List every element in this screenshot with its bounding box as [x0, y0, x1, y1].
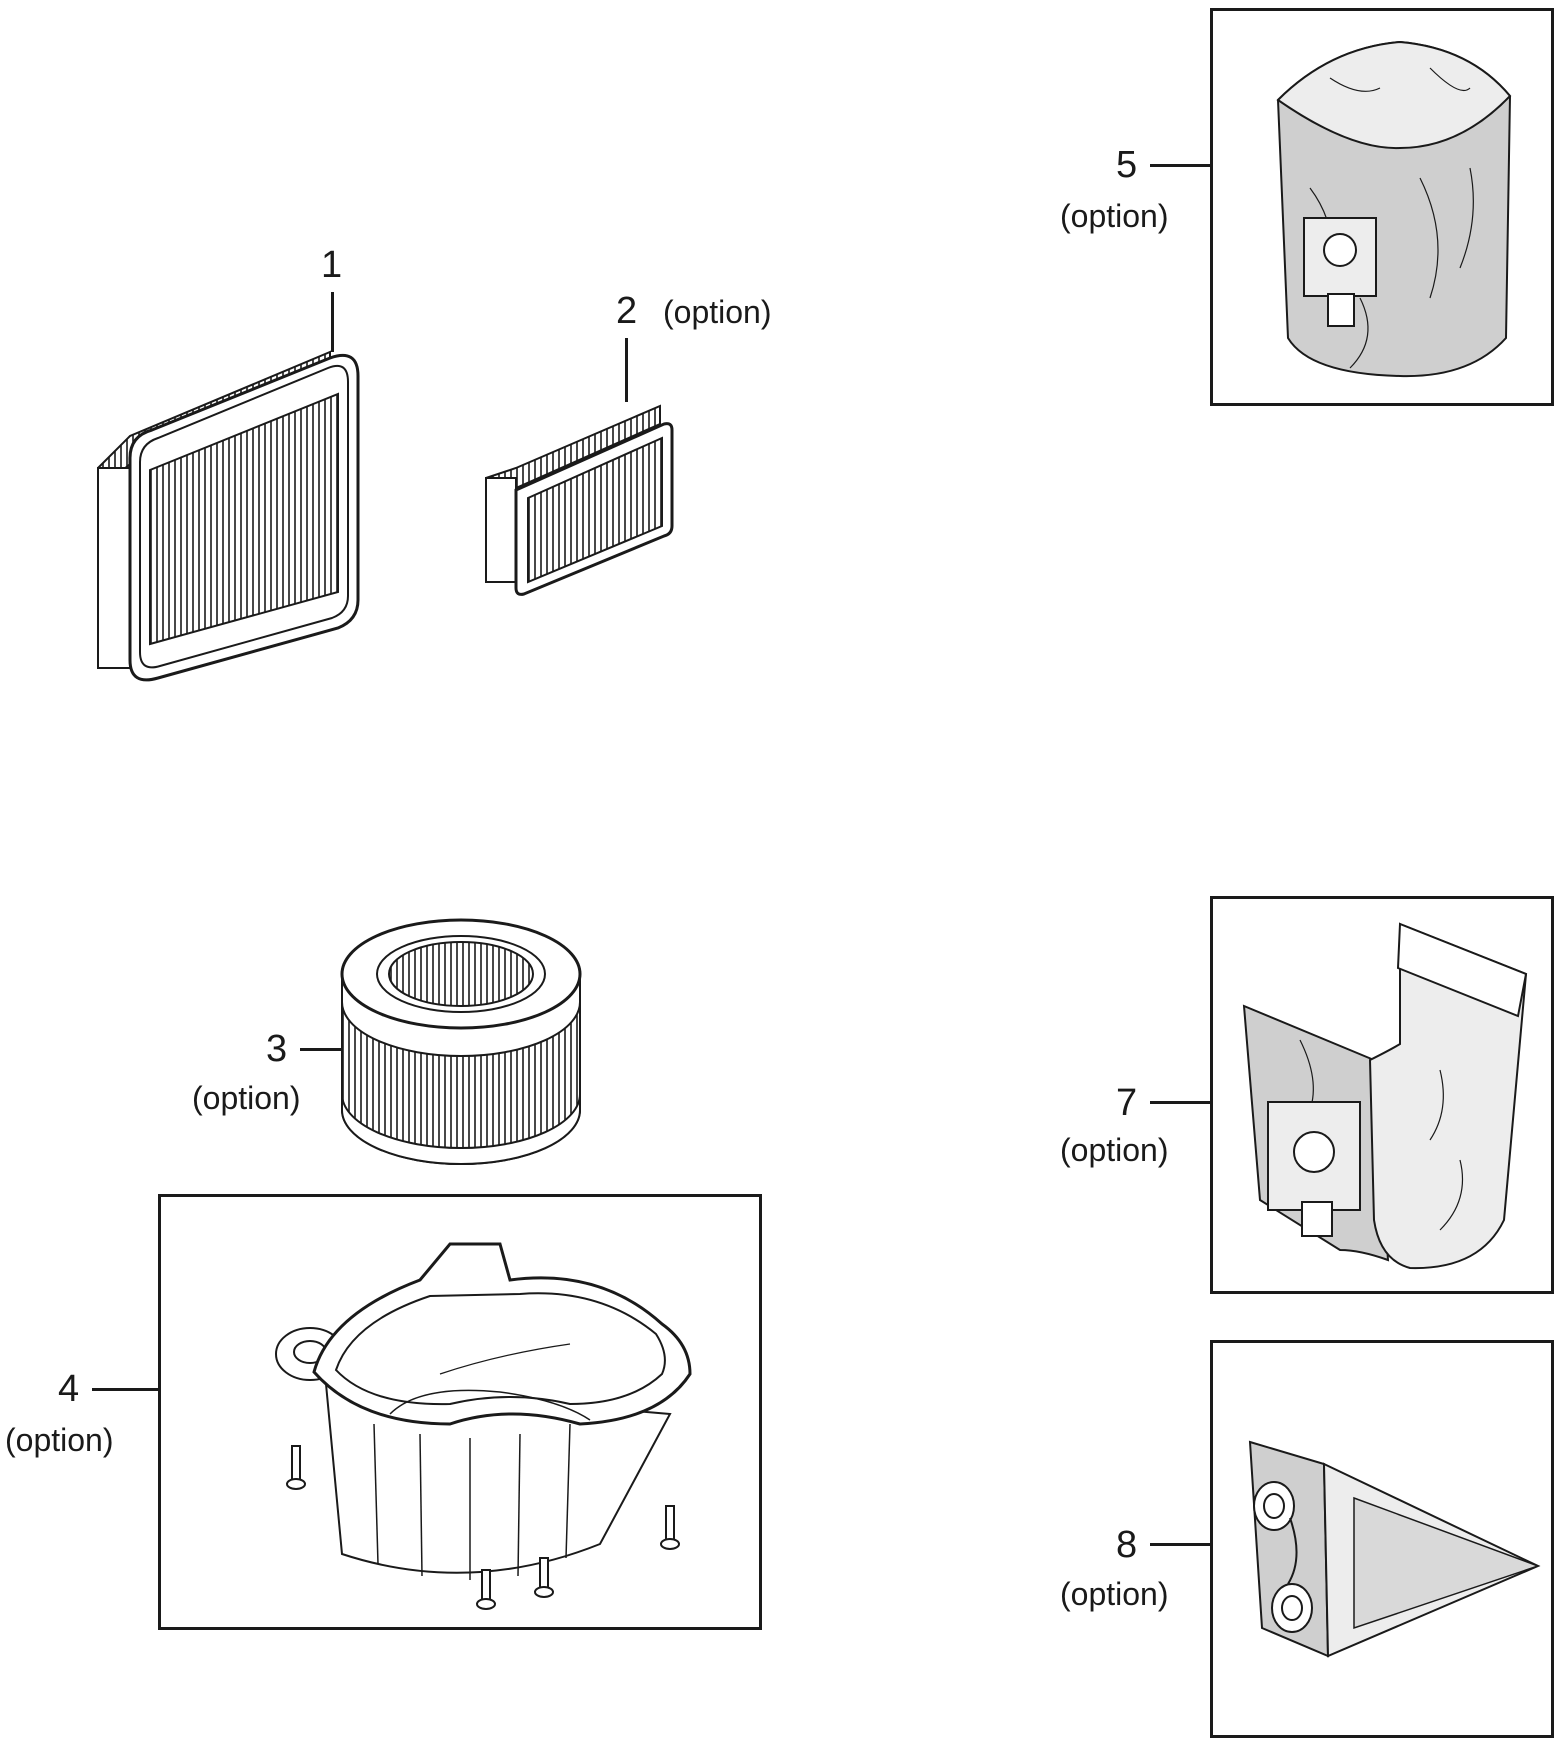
part-2-number: 2	[616, 290, 638, 332]
part-5-number: 5	[1116, 144, 1138, 186]
part-8-frame	[1210, 1340, 1554, 1738]
part-5-option: (option)	[1060, 198, 1169, 234]
part-2-leader	[625, 338, 628, 402]
part-5-leader	[1150, 164, 1212, 167]
dust-bag-round-illustration	[1270, 38, 1520, 388]
part-7-frame	[1210, 896, 1554, 1294]
part-4-frame	[158, 1194, 762, 1630]
part-1-leader	[331, 292, 334, 352]
part-2-option: (option)	[663, 294, 772, 330]
part-7-option: (option)	[1060, 1132, 1169, 1168]
cylindrical-filter-illustration	[336, 914, 586, 1170]
dust-bag-triangular-illustration	[1244, 1438, 1544, 1668]
part-4-leader	[92, 1388, 160, 1391]
part-8-option: (option)	[1060, 1576, 1169, 1612]
part-3-leader	[300, 1048, 350, 1051]
part-3-number: 3	[266, 1028, 288, 1070]
part-7-leader	[1150, 1101, 1212, 1104]
part-7-number: 7	[1116, 1082, 1138, 1124]
flat-filter-small-illustration	[480, 394, 690, 604]
part-4-option: (option)	[5, 1422, 114, 1458]
part-8-number: 8	[1116, 1524, 1138, 1566]
dust-bag-flat-illustration	[1240, 920, 1530, 1280]
part-3-option: (option)	[192, 1080, 301, 1116]
part-4-number: 4	[58, 1368, 80, 1410]
filter-housing-illustration	[270, 1224, 710, 1614]
flat-filter-large-illustration	[90, 340, 390, 680]
part-5-frame	[1210, 8, 1554, 406]
part-1-number: 1	[321, 244, 343, 286]
part-8-leader	[1150, 1543, 1212, 1546]
